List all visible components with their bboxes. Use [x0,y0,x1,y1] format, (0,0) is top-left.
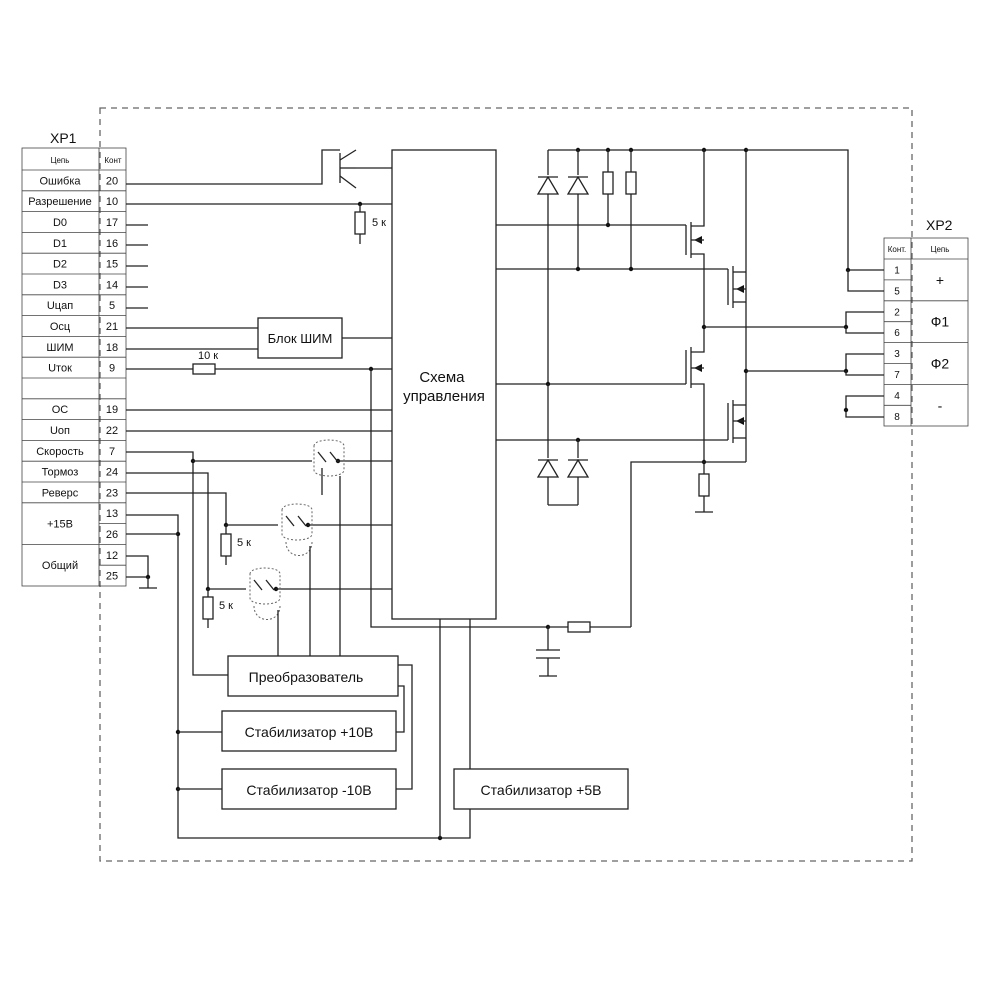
xp1-pin-number: 7 [109,446,115,458]
xp1-row-name: Uцап [47,300,73,312]
xp2-row-name: - [938,397,943,413]
xp1-pin-number: 24 [106,467,118,479]
xp1-row-name: Ошибка [40,175,82,187]
xp2-pin-number: 7 [894,370,900,381]
xp1-row-name: Разрешение [28,196,92,208]
stabilizer-plus10-label: Стабилизатор +10В [245,724,374,740]
xp2-title: XP2 [926,217,953,233]
xp2-header-contact: Конт. [888,245,907,254]
resistor-5k-brake-label: 5 к [219,600,233,612]
xp2-header-circuit: Цепь [931,245,950,254]
optocoupler-speed [313,439,345,495]
pwm-block: Блок ШИМ [257,317,343,359]
stabilizer-plus5-block: Стабилизатор +5В [453,768,629,810]
resistor-10k [192,363,216,375]
diode-bottom-right [566,440,590,505]
mosfet-q1 [685,150,705,327]
xp1-row-name: ОС [52,404,69,416]
resistor-top-1 [602,171,614,195]
xp1-pin-number: 23 [106,487,118,499]
xp2-pin-number: 1 [894,265,900,276]
xp1-pin-number: 12 [106,550,118,562]
xp1-header-contact: Конт [104,156,122,165]
xp1-row-name: ШИМ [46,342,73,354]
mosfet-q3 [685,327,705,470]
xp1-row-name: Скорость [36,446,84,458]
resistor-5k-reverse [220,533,232,557]
xp1-pin-number: 22 [106,425,118,437]
diode-top-right [566,150,590,269]
xp1-pin-number: 17 [106,217,118,229]
xp1-pin-number: 20 [106,175,118,187]
xp2-pin-number: 3 [894,349,900,360]
converter-label: Преобразователь [249,669,364,685]
pwm-block-label: Блок ШИМ [268,331,333,346]
xp2-connector: XP2 Конт. Цепь +1 5Ф1 2 6Ф2 3 7 - 4 8 [883,217,969,427]
xp1-pin-number: 10 [106,196,118,208]
xp1-pin-number: 9 [109,363,115,375]
xp1-pin-number: 21 [106,321,118,333]
xp1-row-name: Осц [50,321,71,333]
diode-top-left [536,150,560,384]
resistor-5k-enable [354,211,366,235]
xp2-row-name: + [936,272,944,288]
left-wiring: 5 к 10 к 5 к [126,149,548,841]
xp2-pin-number: 4 [894,391,900,402]
filter-resistor [567,621,591,633]
resistor-10k-label: 10 к [198,350,218,362]
resistor-5k-brake [202,596,214,620]
xp1-pin-number: 16 [106,238,118,250]
stabilizer-minus10-block: Стабилизатор -10В [221,768,397,810]
xp1-pin-number: 13 [106,508,118,520]
xp2-pin-number: 5 [894,286,900,297]
power-stage [496,147,884,677]
xp1-row-name: Реверс [42,487,79,499]
mosfet-q4 [727,400,746,443]
xp1-row-name: D3 [53,279,67,291]
stabilizer-plus5-label: Стабилизатор +5В [481,782,602,798]
stabilizer-plus10-block: Стабилизатор +10В [221,710,397,752]
xp1-pin-number: 18 [106,342,118,354]
xp2-row-name: Ф1 [931,314,950,330]
xp1-title: XP1 [50,130,77,146]
stabilizer-minus10-label: Стабилизатор -10В [246,782,371,798]
xp2-pin-number: 6 [894,328,900,339]
xp1-row-name: Uток [48,363,72,375]
resistor-5k-reverse-label: 5 к [237,537,251,549]
xp1-pin-number: 15 [106,259,118,271]
optocoupler-reverse [281,503,313,556]
xp1-pin-number: 25 [106,571,118,583]
xp1-row-name: Тормоз [42,467,79,479]
control-circuit-block: Схема управления [391,149,497,620]
converter-block: Преобразователь [227,655,399,697]
xp1-pin-number: 19 [106,404,118,416]
xp2-pin-number: 8 [894,412,900,423]
error-transistor-symbol [339,149,392,189]
xp2-pin-number: 2 [894,307,900,318]
xp1-header-circuit: Цепь [51,156,70,165]
mosfet-q2 [727,266,746,308]
device-outline [99,107,913,862]
xp1-pin-number: 14 [106,279,118,291]
xp1-row-name: Общий [42,560,78,572]
xp1-row-name: +15В [47,519,73,531]
resistor-top-2 [625,171,637,195]
xp1-row-name: D2 [53,259,67,271]
xp1-row-name: D0 [53,217,67,229]
diode-bottom-left [536,384,560,505]
xp2-row-name: Ф2 [931,356,950,372]
resistor-5k-enable-label: 5 к [372,217,386,229]
optocoupler-brake [249,567,281,620]
xp1-pin-number: 26 [106,529,118,541]
xp1-pin-number: 5 [109,300,115,312]
xp1-row-name: D1 [53,238,67,250]
current-shunt [698,473,710,497]
xp1-row-name: Uоп [50,425,70,437]
control-circuit-label: Схема управления [403,369,485,405]
